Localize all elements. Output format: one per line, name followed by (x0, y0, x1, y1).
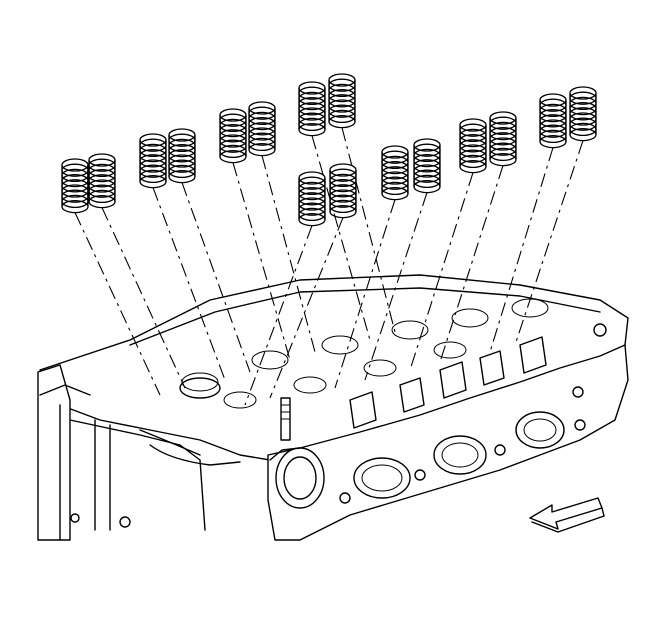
leader-line (244, 225, 313, 406)
leader-line (181, 182, 251, 373)
valve-spring (413, 138, 441, 194)
leader-line (364, 192, 428, 381)
valve-spring (328, 73, 356, 129)
leader-line (439, 165, 504, 363)
leader-line (489, 147, 554, 353)
valve-spring (459, 118, 487, 174)
installation-leader-lines (74, 127, 584, 406)
leader-line (514, 140, 584, 346)
valve-springs (61, 73, 597, 227)
leader-line (74, 212, 161, 396)
valve-spring (88, 153, 116, 209)
valve-spring (489, 111, 517, 167)
leader-line (261, 155, 316, 353)
leader-line (152, 187, 226, 381)
leader-line (101, 207, 186, 389)
leader-line (311, 135, 371, 341)
valve-spring (329, 163, 357, 219)
valve-spring (539, 93, 567, 149)
leader-line (334, 199, 396, 389)
valve-spring (139, 133, 167, 189)
leader-line (341, 127, 396, 333)
leader-line (409, 172, 474, 371)
valve-spring (569, 86, 597, 142)
valve-spring (298, 171, 326, 227)
leader-line (269, 217, 344, 399)
valve-spring (248, 101, 276, 157)
valve-spring (168, 128, 196, 184)
cylinder-head (37, 274, 629, 541)
leader-line (232, 162, 291, 361)
valve-spring (61, 158, 89, 214)
valve-spring (298, 81, 326, 137)
valve-spring (219, 108, 247, 164)
front-direction-arrow-icon (529, 497, 605, 533)
valve-spring (381, 145, 409, 201)
